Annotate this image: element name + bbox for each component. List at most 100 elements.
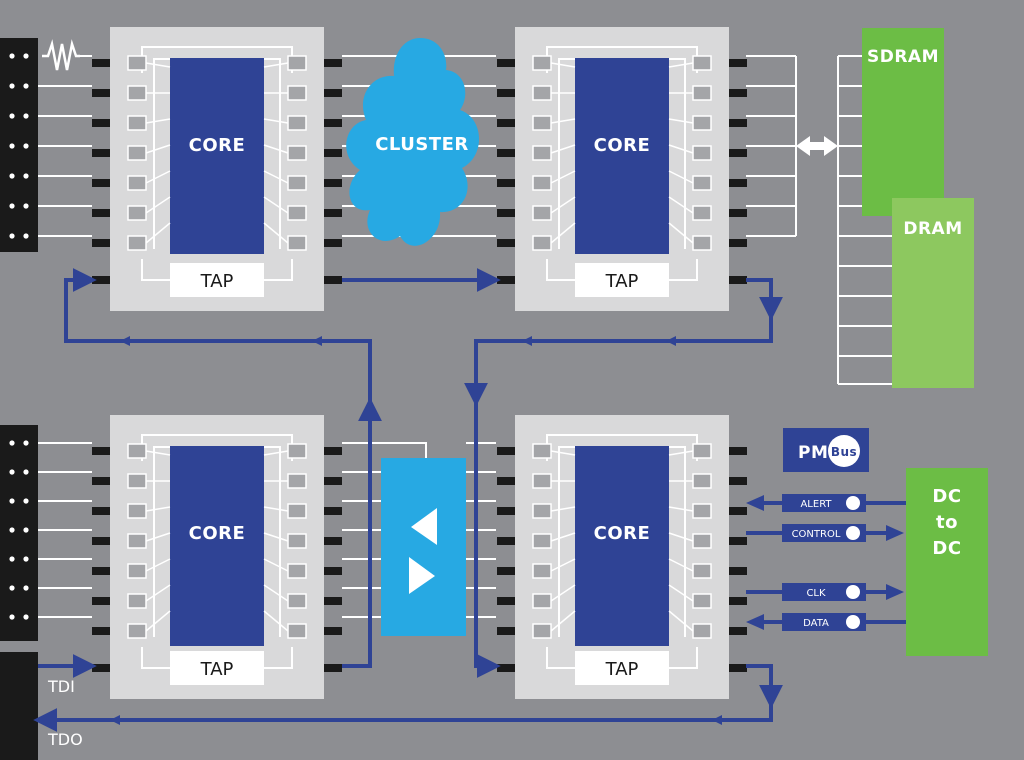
dcdc-line3: DC <box>932 538 961 559</box>
io-pad <box>692 593 712 609</box>
pin <box>92 119 110 127</box>
pin <box>92 537 110 545</box>
io-pad <box>692 443 712 459</box>
tap-pin <box>729 276 747 284</box>
pin <box>729 89 747 97</box>
dcdc-line2: to <box>936 512 958 533</box>
tdo-label: TDO <box>47 730 83 749</box>
io-pad <box>532 443 552 459</box>
io-pad <box>287 85 307 101</box>
connector-pins <box>9 53 29 620</box>
memory-bus-wires <box>837 55 892 385</box>
io-pad <box>532 473 552 489</box>
io-pad <box>287 115 307 131</box>
io-pad <box>127 145 147 161</box>
io-pad <box>532 235 552 251</box>
dcdc-line1: DC <box>932 486 961 507</box>
pin-dot <box>9 143 15 149</box>
io-pad <box>692 503 712 519</box>
pin-dot <box>9 498 15 504</box>
pin <box>92 627 110 635</box>
io-pad <box>692 563 712 579</box>
io-pad <box>287 473 307 489</box>
io-pad <box>532 503 552 519</box>
sdram-label: SDRAM <box>867 47 939 67</box>
pin-dot <box>9 614 15 620</box>
pin <box>729 477 747 485</box>
core-label: CORE <box>189 135 246 156</box>
pin-dot <box>23 614 29 620</box>
io-pad <box>692 85 712 101</box>
pin <box>324 567 342 575</box>
left-header-connector-bottom <box>0 425 38 641</box>
pin <box>497 239 515 247</box>
tap-block <box>170 263 264 297</box>
io-pad <box>532 205 552 221</box>
pin <box>497 507 515 515</box>
io-pad <box>692 175 712 191</box>
pin <box>92 59 110 67</box>
cluster-label: CLUSTER <box>375 134 469 155</box>
pin-dot <box>23 440 29 446</box>
pmbus-signal-label: ALERT <box>800 499 832 510</box>
core-block <box>170 58 264 254</box>
pin-dot <box>9 113 15 119</box>
tap-label: TAP <box>200 659 234 680</box>
pin <box>729 507 747 515</box>
pin <box>497 627 515 635</box>
pin <box>497 447 515 455</box>
pin-dot <box>9 233 15 239</box>
dram-chip <box>892 198 974 388</box>
tap-label: TAP <box>200 271 234 292</box>
pin <box>729 567 747 575</box>
pin <box>729 537 747 545</box>
io-pad <box>127 115 147 131</box>
io-pad <box>127 85 147 101</box>
io-pad <box>532 145 552 161</box>
pmbus-signal-control: CONTROL <box>746 524 904 542</box>
io-pad <box>692 55 712 71</box>
memory-block: SDRAM DRAM <box>862 28 974 388</box>
core-label: CORE <box>189 523 246 544</box>
tap-pin <box>324 276 342 284</box>
tap-label: TAP <box>605 271 639 292</box>
pin <box>92 179 110 187</box>
core-block <box>170 446 264 646</box>
pin <box>324 447 342 455</box>
io-pad <box>127 235 147 251</box>
tap-block <box>575 263 669 297</box>
pin <box>497 89 515 97</box>
pin <box>497 567 515 575</box>
arrow-right-icon <box>409 557 435 594</box>
pin <box>729 209 747 217</box>
tap-pin <box>729 664 747 672</box>
pin-dot <box>9 173 15 179</box>
pin-dot <box>9 203 15 209</box>
pmbus-signal-data: DATA <box>746 613 906 631</box>
pmbus-mini-logo-icon <box>846 526 860 540</box>
tap-label: TAP <box>605 659 639 680</box>
pin-dot <box>23 53 29 59</box>
pin <box>92 89 110 97</box>
pin-dot <box>23 469 29 475</box>
dc-to-dc-converter: DC to DC <box>906 468 988 656</box>
io-pad <box>287 503 307 519</box>
pin <box>324 59 342 67</box>
io-pad <box>692 235 712 251</box>
pin-dot <box>23 233 29 239</box>
pmbus-signal-label: CONTROL <box>792 529 841 540</box>
pin <box>324 477 342 485</box>
io-pad <box>127 503 147 519</box>
io-pad <box>692 533 712 549</box>
dram-label: DRAM <box>903 219 962 239</box>
pin <box>729 627 747 635</box>
pin <box>497 149 515 157</box>
io-pad <box>127 623 147 639</box>
pmbus-logo-bus: Bus <box>831 445 857 459</box>
io-pad <box>532 175 552 191</box>
pin-dot <box>23 498 29 504</box>
tap-pin <box>497 276 515 284</box>
core-label: CORE <box>594 523 651 544</box>
pin-dot <box>23 113 29 119</box>
